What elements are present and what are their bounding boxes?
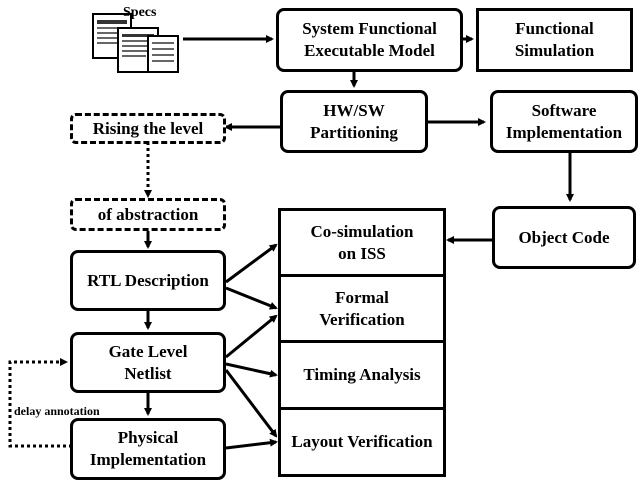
rising-level-box: Rising the level (70, 113, 226, 144)
physical-line2: Implementation (89, 450, 207, 469)
formal-line2: Verification (319, 309, 405, 329)
cosim-line1: Co-simulation (310, 221, 414, 241)
hwsw-partitioning-box: HW/SW Partitioning (280, 90, 428, 153)
arrow-rtl-to-cosim (225, 243, 278, 284)
arrow-gate-to-formal (225, 314, 278, 359)
object-code-text: Object Code (518, 227, 610, 247)
abstraction-box: of abstraction (70, 198, 226, 231)
arrow-rtl-to-formal (225, 286, 278, 310)
hwsw-line1: HW/SW (323, 100, 385, 120)
rising-level-text: Rising the level (92, 118, 204, 138)
system-functional-model-box: System Functional Executable Model (276, 8, 463, 72)
layout-text: Layout Verification (291, 432, 433, 451)
timing-text: Timing Analysis (303, 365, 421, 384)
timing-analysis-box: Timing Analysis (278, 340, 446, 410)
object-code-box: Object Code (492, 206, 636, 269)
gate-line1: Gate Level (108, 341, 188, 361)
arrow-gate-to-timing (225, 362, 278, 378)
cosim-line2: on ISS (338, 243, 386, 263)
arrow-physical-to-layout (225, 438, 278, 450)
software-implementation-box: Software Implementation (490, 90, 638, 153)
software-line2: Implementation (505, 122, 623, 142)
gate-line2: Netlist (124, 363, 172, 383)
cosimulation-box: Co-simulation on ISS (278, 208, 446, 277)
physical-line1: Physical (117, 428, 179, 447)
system-model-line2: Executable Model (304, 41, 435, 60)
system-model-line1: System Functional (302, 19, 437, 38)
specs-label: Specs (123, 5, 157, 20)
gate-level-netlist-box: Gate Level Netlist (70, 332, 226, 393)
formal-verification-box: Formal Verification (278, 274, 446, 343)
rtl-text: RTL Description (87, 270, 209, 290)
physical-implementation-box: Physical Implementation (70, 418, 226, 480)
layout-verification-box: Layout Verification (278, 407, 446, 477)
hwsw-line2: Partitioning (310, 122, 398, 142)
specs-icon (88, 8, 183, 76)
functional-sim-line2: Simulation (514, 41, 595, 60)
dotted-delay-loop (8, 358, 72, 448)
functional-sim-line1: Functional (515, 19, 594, 38)
rtl-description-box: RTL Description (70, 250, 226, 311)
arrow-gate-to-layout (224, 369, 278, 438)
abstraction-text: of abstraction (97, 204, 199, 224)
software-line1: Software (531, 100, 597, 120)
functional-simulation-box: Functional Simulation (476, 8, 633, 72)
formal-line1: Formal (335, 287, 389, 307)
delay-annotation-label: delay annotation (14, 404, 100, 418)
